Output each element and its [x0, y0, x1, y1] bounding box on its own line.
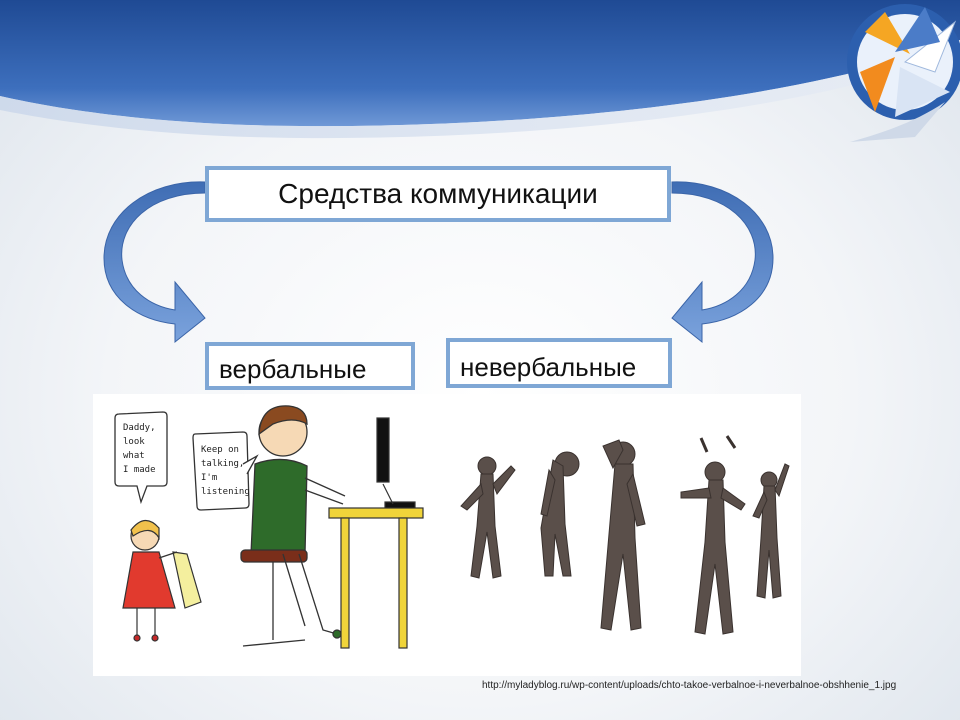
gesturing-figures: [461, 436, 789, 634]
svg-text:Keep on: Keep on: [201, 445, 239, 455]
bubble-father-line: talking,: [201, 459, 244, 469]
bubble-father-line: I'm: [201, 473, 217, 483]
illustration-image: Daddy, look what I made Keep on talking,…: [93, 394, 801, 676]
bubble-father-line: Keep on: [201, 445, 239, 455]
nonverbal-node: невербальные: [446, 338, 672, 388]
source-url-text: http://myladyblog.ru/wp-content/uploads/…: [482, 680, 896, 691]
svg-text:I made: I made: [123, 465, 156, 475]
speech-bubble-child: Daddy, look what I made: [115, 412, 167, 502]
svg-text:what: what: [123, 451, 145, 461]
illustration-panel: Daddy, look what I made Keep on talking,…: [93, 394, 801, 676]
title-node: Средства коммуникации: [205, 166, 671, 222]
svg-text:I'm: I'm: [201, 473, 217, 483]
svg-text:talking,: talking,: [201, 459, 244, 469]
svg-text:listening: listening: [201, 487, 250, 497]
bubble-child-line: look: [123, 437, 145, 447]
bubble-child-line: I made: [123, 465, 156, 475]
title-node-label: Средства коммуникации: [278, 178, 598, 210]
girl-figure: [123, 520, 201, 641]
nonverbal-node-label: невербальные: [460, 352, 636, 382]
verbal-node: вербальные: [205, 342, 415, 390]
arrow-left-icon: [104, 182, 205, 342]
desk-with-computer: [329, 418, 423, 648]
bubble-father-line: listening: [201, 487, 250, 497]
verbal-node-label: вербальные: [219, 354, 366, 384]
speech-bubble-father: Keep on talking, I'm listening: [193, 432, 257, 510]
bubble-child-line: what: [123, 451, 145, 461]
bubble-child-line: Daddy,: [123, 423, 156, 433]
svg-text:look: look: [123, 437, 145, 447]
arrow-right-icon: [672, 182, 773, 342]
father-figure: [241, 406, 345, 646]
svg-text:Daddy,: Daddy,: [123, 423, 156, 433]
